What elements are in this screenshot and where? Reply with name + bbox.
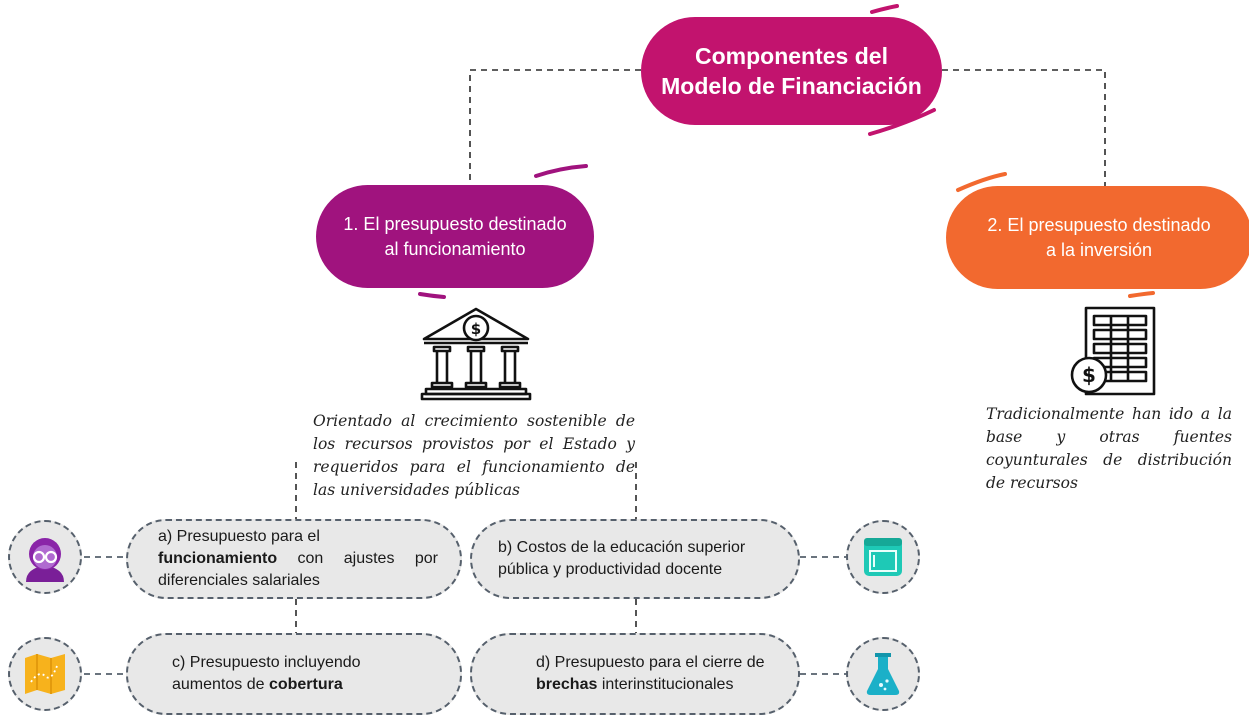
svg-text:$: $ <box>1082 363 1096 387</box>
operation-node-line1: 1. El presupuesto destinado <box>343 213 567 234</box>
sub-item-b-text: b) Costos de la educación superior públi… <box>498 539 746 578</box>
operation-description: Orientado al crecimiento sostenible de l… <box>313 412 635 499</box>
investment-node-line2: a la inversión <box>1045 239 1153 260</box>
sub-item-b: b) Costos de la educación superior públi… <box>470 519 800 599</box>
sub-item-a-prefix: a) Presupuesto para el <box>158 528 320 545</box>
svg-text:$: $ <box>471 320 481 338</box>
sub-item-c-bold: cobertura <box>268 676 343 693</box>
teacher-person-icon <box>8 520 82 594</box>
sub-item-d-bold: brechas <box>536 676 598 693</box>
ledger-dollar-icon: $ <box>1066 306 1158 403</box>
main-node-line1: Componentes del <box>695 43 888 69</box>
sub-item-a-bold: funcionamiento <box>158 550 278 567</box>
flask-icon <box>846 637 920 711</box>
sub-item-a-suffix: con ajustes por diferenciales salariales <box>158 550 438 589</box>
main-node: Componentes del Modelo de Financiación <box>641 17 942 125</box>
operation-budget-node: 1. El presupuesto destinado al funcionam… <box>316 185 594 288</box>
sub-item-d-prefix: d) Presupuesto para el cierre de <box>536 654 765 671</box>
main-node-line2: Modelo de Financiación <box>661 73 922 99</box>
sub-item-a: a) Presupuesto para el funcionamiento con… <box>126 519 462 599</box>
investment-description: Tradicionalmente han ido a la base y otr… <box>986 405 1232 492</box>
sub-item-c: c) Presupuesto incluyendo aumentos de co… <box>126 633 462 715</box>
sub-item-d: d) Presupuesto para el cierre de brechas… <box>470 633 800 715</box>
map-icon <box>8 637 82 711</box>
operation-node-line2: al funcionamiento <box>384 238 526 259</box>
tablet-icon <box>846 520 920 594</box>
investment-node-line1: 2. El presupuesto destinado <box>987 214 1211 235</box>
bank-dollar-icon: $ <box>420 305 532 406</box>
sub-item-c-prefix: c) Presupuesto incluyendo aumentos de <box>172 654 361 693</box>
investment-budget-node: 2. El presupuesto destinado a la inversi… <box>946 186 1249 289</box>
sub-item-d-suffix: interinstitucionales <box>597 676 734 693</box>
